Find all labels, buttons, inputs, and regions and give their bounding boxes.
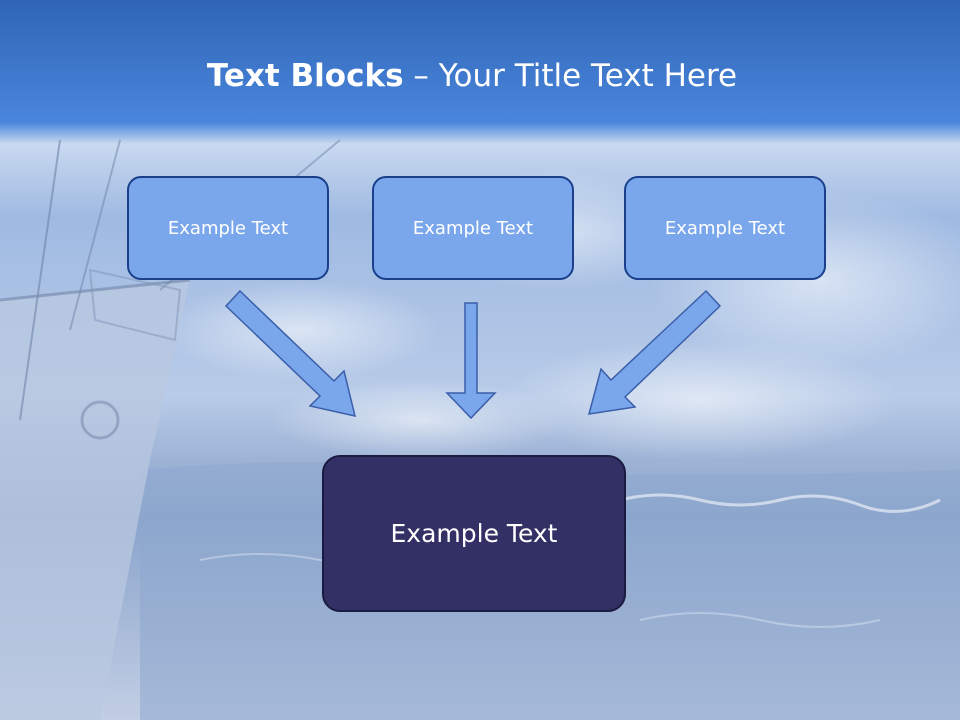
arrow-center-down: [445, 302, 497, 420]
main-block[interactable]: Example Text: [322, 455, 626, 612]
arrow-left-diagonal: [224, 289, 357, 417]
title-rest: Your Title Text Here: [438, 58, 738, 94]
top-block-2[interactable]: Example Text: [372, 176, 574, 280]
top-block-3[interactable]: Example Text: [624, 176, 826, 280]
title-bold-part: Text Blocks: [206, 58, 404, 94]
top-block-1[interactable]: Example Text: [127, 176, 329, 280]
slide-title: Text Blocks – Your Title Text Here: [0, 54, 944, 98]
arrow-right-diagonal: [587, 289, 722, 415]
title-dash: –: [403, 58, 439, 94]
